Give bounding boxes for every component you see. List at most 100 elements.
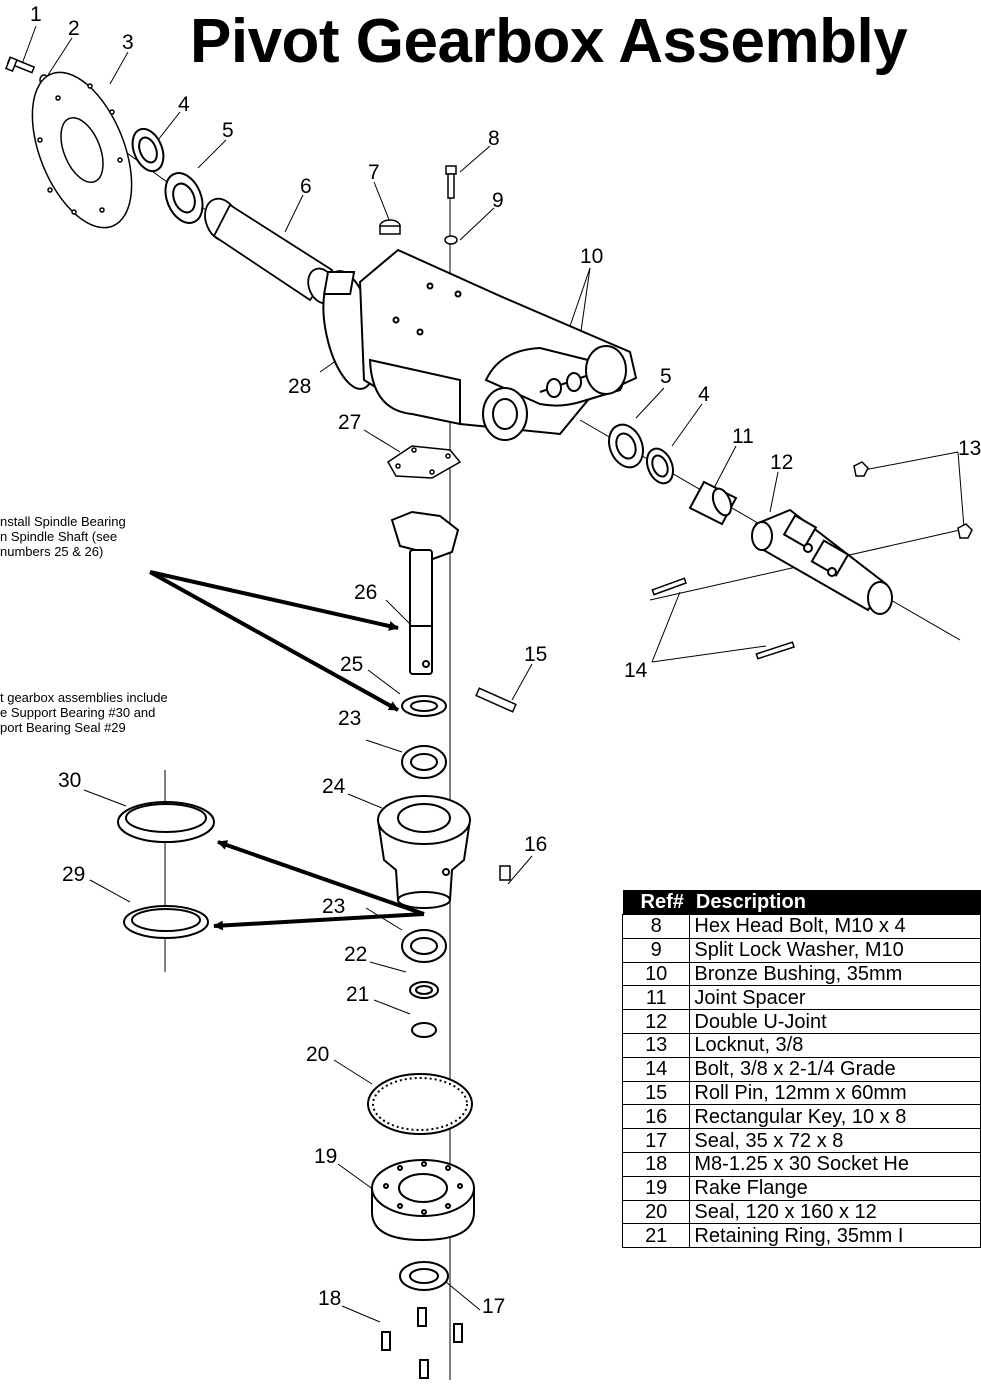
bolt-icon: [651, 577, 687, 596]
description-cell: Double U-Joint: [689, 1009, 981, 1034]
callout-27: 27: [338, 411, 362, 434]
gearbox-housing: [322, 248, 638, 441]
bolt-icon: [755, 641, 795, 660]
ref-cell: 15: [621, 1080, 691, 1106]
callout-21: 21: [346, 983, 370, 1006]
indicator-arrows: [149, 570, 425, 931]
description-cell: Bolt, 3/8 x 2-1/4 Grade: [689, 1056, 981, 1082]
callout-19: 19: [314, 1145, 338, 1168]
roll-pin-icon: [475, 687, 517, 713]
callout-25: 25: [340, 653, 364, 676]
hex-bolt-icon: [445, 165, 457, 175]
description-cell: M8-1.25 x 30 Socket He: [689, 1151, 981, 1177]
callout-23b: 23: [322, 895, 346, 918]
callout-5b: 5: [660, 365, 672, 388]
shaft: [204, 197, 337, 305]
cover-plate: [387, 445, 462, 479]
description-cell: Seal, 120 x 160 x 12: [689, 1199, 981, 1225]
ref-cell: 13: [621, 1032, 691, 1058]
callout-13: 13: [958, 437, 981, 460]
spindle-bearing-note: nstall Spindle Bearing n Spindle Shaft (…: [0, 514, 126, 559]
callout-5: 5: [222, 119, 234, 142]
ref-cell: 19: [621, 1175, 691, 1201]
callout-12: 12: [770, 451, 794, 474]
rake-flange: [371, 1159, 475, 1242]
socket-head-screw-icon: [417, 1307, 427, 1327]
description-cell: Joint Spacer: [689, 985, 981, 1011]
gasket-plate: [31, 71, 133, 229]
callout-29: 29: [62, 863, 86, 886]
callout-18: 18: [318, 1287, 342, 1310]
support-bearing-note: t gearbox assemblies include e Support B…: [0, 690, 168, 735]
callout-26: 26: [354, 581, 378, 604]
callout-23: 23: [338, 707, 362, 730]
callout-7: 7: [368, 161, 380, 184]
ref-cell: 20: [621, 1199, 691, 1225]
callout-11: 11: [732, 425, 754, 448]
description-cell: Seal, 35 x 72 x 8: [689, 1128, 981, 1153]
description-cell: Roll Pin, 12mm x 60mm: [689, 1080, 981, 1106]
callout-30: 30: [58, 769, 82, 792]
description-header: Description: [689, 890, 981, 915]
callout-2: 2: [68, 17, 80, 40]
description-cell: Hex Head Bolt, M10 x 4: [689, 914, 981, 939]
callout-28: 28: [288, 375, 312, 398]
callout-17: 17: [482, 1295, 506, 1318]
ref-cell: 10: [621, 961, 691, 987]
bearing-housing: [376, 795, 472, 909]
locknut-icon: [853, 461, 869, 477]
callout-20: 20: [306, 1043, 330, 1066]
spindle-shaft: [390, 510, 460, 675]
callout-14: 14: [624, 659, 648, 682]
ref-cell: 9: [621, 937, 691, 963]
lock-washer-icon: [444, 235, 458, 245]
description-cell: Bronze Bushing, 35mm: [689, 961, 981, 987]
callout-4: 4: [178, 93, 190, 116]
description-cell: Rectangular Key, 10 x 8: [689, 1104, 981, 1130]
callout-6: 6: [300, 175, 312, 198]
description-cell: Rake Flange: [689, 1175, 981, 1201]
callout-22: 22: [344, 943, 368, 966]
ref-cell: 21: [621, 1223, 691, 1249]
ref-cell: 14: [621, 1056, 691, 1082]
callout-3: 3: [122, 31, 134, 54]
callout-16: 16: [524, 833, 548, 856]
ref-cell: 8: [621, 914, 691, 939]
table-header-row: Ref# Description: [622, 890, 981, 915]
callout-9: 9: [492, 189, 504, 212]
callout-10: 10: [580, 245, 604, 268]
retaining-ring-icon: [411, 1022, 437, 1038]
ref-header: Ref#: [622, 890, 690, 915]
ref-cell: 11: [621, 985, 691, 1011]
double-u-joint: [751, 508, 893, 615]
callout-4b: 4: [698, 383, 710, 406]
ref-cell: 16: [621, 1104, 691, 1130]
large-seal: [367, 1073, 473, 1135]
callout-24: 24: [322, 775, 346, 798]
key-icon: [499, 865, 511, 881]
socket-head-screw-icon: [453, 1323, 463, 1343]
locknut-icon: [957, 523, 973, 539]
socket-head-screw-icon: [381, 1331, 391, 1351]
description-cell: Locknut, 3/8: [689, 1032, 981, 1058]
description-cell: Split Lock Washer, M10: [689, 937, 981, 963]
ref-cell: 17: [621, 1128, 691, 1153]
callout-1: 1: [30, 3, 42, 26]
socket-head-screw-icon: [419, 1359, 429, 1379]
